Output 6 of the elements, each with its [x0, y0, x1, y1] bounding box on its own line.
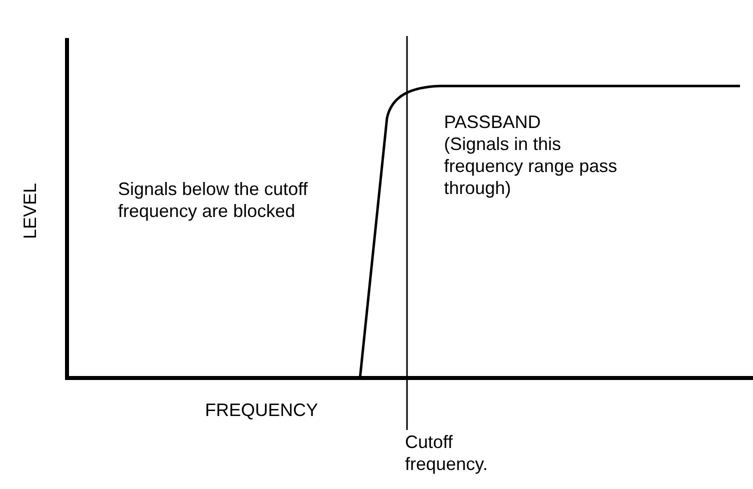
region-heading: PASSBAND: [444, 111, 542, 133]
annotation-text: (Signals in this frequency range pass through): [444, 133, 618, 199]
annotation-text: Signals below the cutoff frequency are blocked: [118, 178, 308, 222]
axis-label: LEVEL: [19, 182, 42, 240]
axis-label: FREQUENCY: [205, 399, 320, 421]
cutoff-label: Cutoff frequency.: [405, 431, 489, 475]
